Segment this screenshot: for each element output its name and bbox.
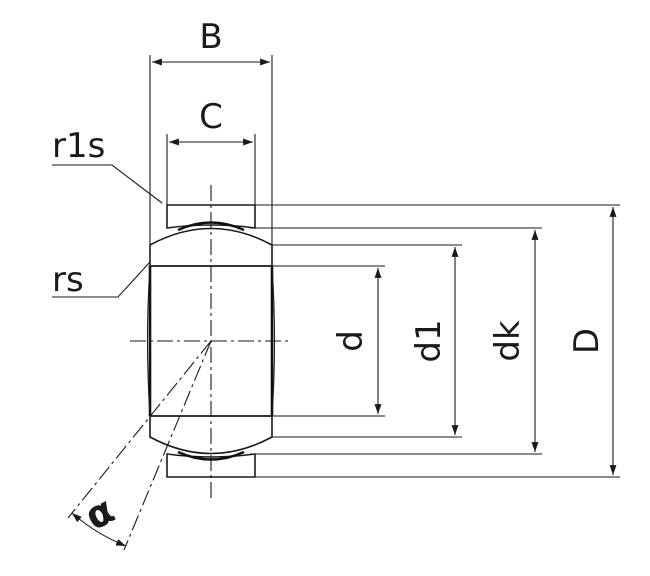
inner-ring-top (149, 227, 273, 267)
extension-lines (250, 204, 620, 478)
label-r1s: r1s (52, 126, 105, 166)
label-C: C (199, 97, 223, 137)
dimension-B: B (149, 17, 273, 245)
label-alpha: α (78, 488, 122, 539)
inner-ring-bottom (149, 415, 273, 455)
leader-rs: rs (52, 260, 151, 300)
dimension-D: D (567, 207, 617, 475)
dimension-C: C (166, 97, 256, 205)
label-d: d (331, 330, 371, 352)
label-dk: dk (488, 320, 528, 362)
dimension-d: d (331, 268, 382, 414)
label-B: B (199, 17, 222, 57)
leader-r1s: r1s (52, 126, 163, 204)
angle-alpha: α (67, 340, 212, 551)
label-d1: d1 (409, 319, 449, 362)
dimension-d1: d1 (409, 246, 459, 435)
dimension-dk: dk (488, 230, 539, 452)
label-D: D (567, 328, 607, 354)
label-rs: rs (52, 260, 84, 300)
